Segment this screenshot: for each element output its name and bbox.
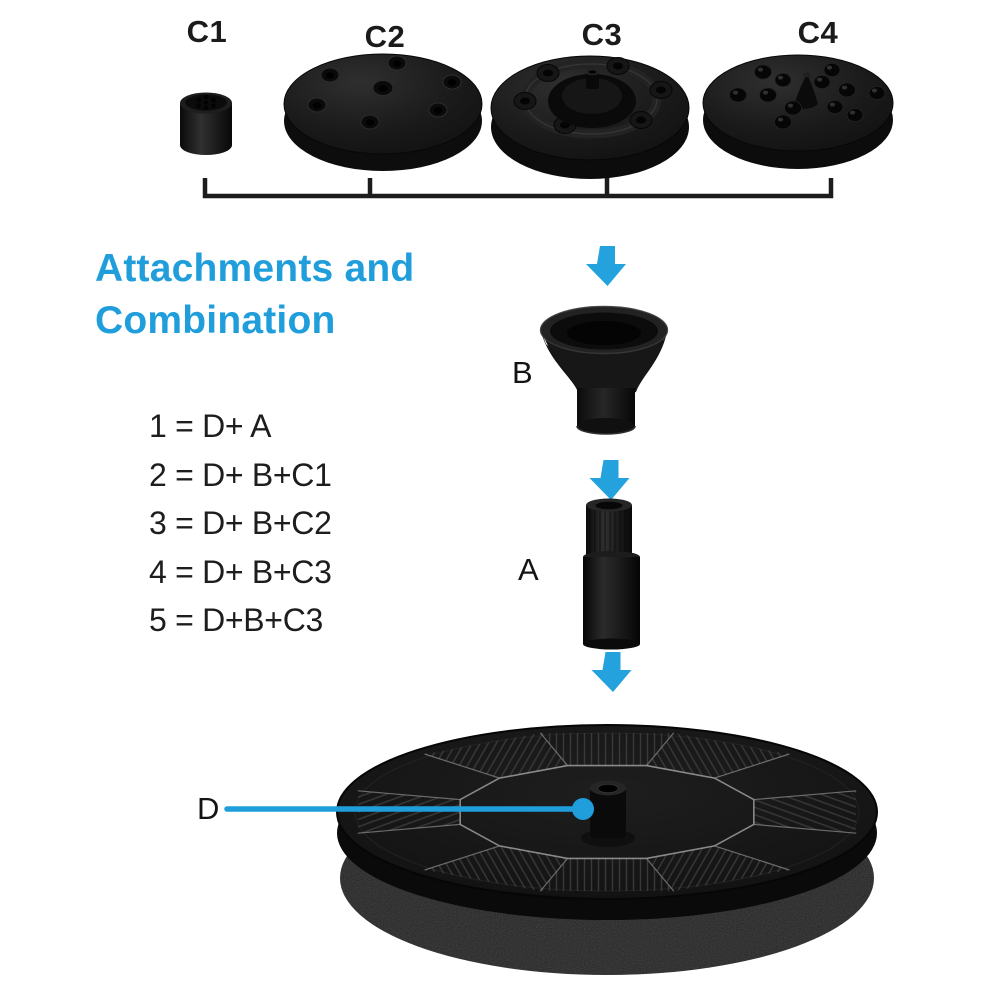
nozzle-c2-image xyxy=(283,53,483,171)
nozzle-c2-label: C2 xyxy=(364,19,406,54)
combination-item: 4 = D+ B+C3 xyxy=(149,553,332,590)
nozzle-c1-image xyxy=(180,92,232,155)
down-arrow-icon xyxy=(586,246,626,286)
center-outlet-nozzle xyxy=(581,780,635,847)
nozzle-c3-image xyxy=(490,55,690,179)
d-pointer-line xyxy=(224,798,594,820)
nozzle-c4-label: C4 xyxy=(797,15,839,50)
down-arrow-icon xyxy=(591,652,632,692)
part-b-label: B xyxy=(512,355,533,390)
part-a-label: A xyxy=(518,552,539,587)
down-arrow-icon xyxy=(589,460,630,500)
heading-line-2: Combination xyxy=(95,299,336,342)
combination-list: 1 = D+ A 2 = D+ B+C1 3 = D+ B+C2 4 = D+ … xyxy=(149,402,332,645)
solar-float-d-image xyxy=(336,724,878,975)
nozzle-c3-label: C3 xyxy=(581,17,623,52)
section-heading: Attachments and Combination xyxy=(95,243,414,347)
grouping-bracket xyxy=(202,178,834,199)
combination-item: 1 = D+ A xyxy=(149,408,272,444)
nozzle-c1-label: C1 xyxy=(186,14,228,49)
part-d-label: D xyxy=(197,791,220,826)
tube-a-image xyxy=(583,498,640,650)
funnel-b-image xyxy=(539,305,669,435)
combination-item: 3 = D+ B+C2 xyxy=(149,505,332,541)
combination-item: 5 = D+B+C3 xyxy=(149,602,324,638)
combination-item: 2 = D+ B+C1 xyxy=(149,456,332,493)
heading-line-1: Attachments and xyxy=(95,247,415,290)
nozzle-c4-image xyxy=(702,54,894,169)
